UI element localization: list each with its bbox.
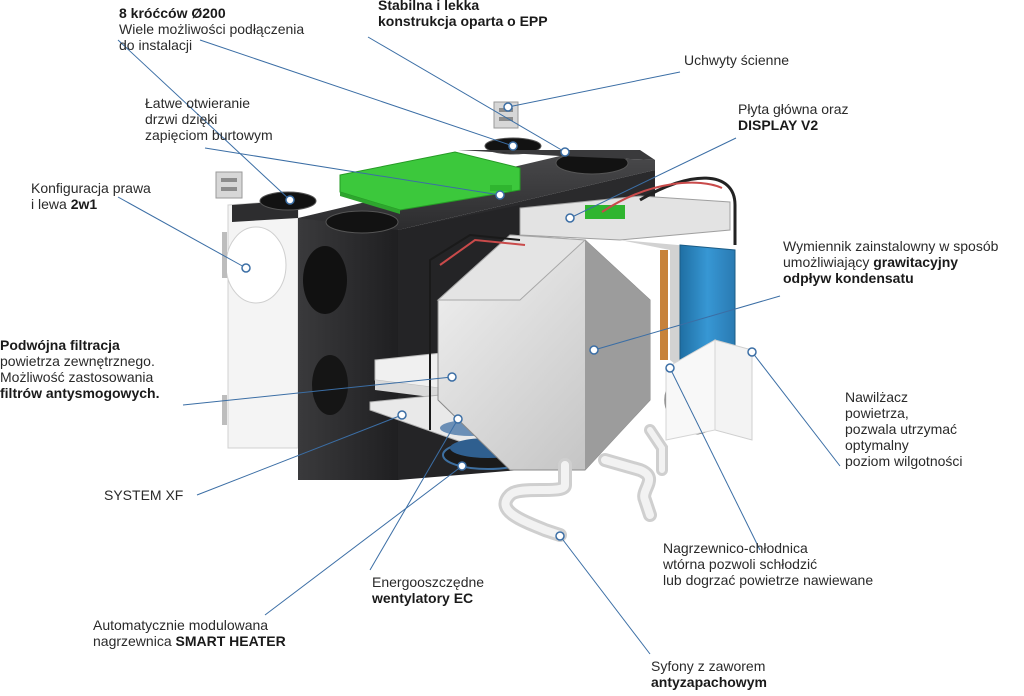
label-wentylatory-line2: wentylatory EC — [372, 590, 474, 606]
label-wentylatory: Energooszczędne wentylatory EC — [372, 574, 484, 606]
leader-line-uchwyty — [507, 71, 681, 108]
label-otwieranie: Łatwe otwieranie drzwi dzięki zapięciom … — [145, 95, 273, 143]
leader-line-nawilzacz — [751, 351, 841, 467]
label-plyta: Płyta główna oraz DISPLAY V2 — [738, 101, 849, 133]
label-nagrzewnica-line1: Nagrzewnico-chłodnica — [663, 540, 808, 556]
leader-line-systemxf — [196, 414, 403, 496]
label-filtracja-line4: filtrów antysmogowych. — [0, 385, 160, 401]
label-epp-line1: Stabilna i lekka — [378, 0, 480, 13]
label-krocce-line1: Wiele możliwości podłączenia — [119, 21, 305, 37]
label-otwieranie-line3: zapięciom burtowym — [145, 127, 273, 143]
label-wymiennik-line3: odpływ kondensatu — [783, 270, 914, 286]
leader-line-otwieranie — [204, 147, 501, 196]
label-epp-line2: konstrukcja oparta o EPP — [378, 13, 548, 29]
leader-dot-wentylatory — [453, 414, 463, 424]
siphon-pipes — [498, 424, 668, 542]
leader-dot-uchwyty — [503, 102, 513, 112]
label-krocce-title: 8 króćców Ø200 — [119, 5, 226, 21]
label-smartheater-line2: nagrzewnica SMART HEATER — [93, 633, 286, 649]
label-wymiennik-line2-prefix: umożliwiający — [783, 254, 874, 270]
label-filtracja-line2: powietrza zewnętrznego. — [0, 353, 155, 369]
label-wentylatory-line1: Energooszczędne — [372, 574, 485, 590]
label-nawilzacz-line1: Nawilżacz — [845, 389, 909, 405]
humidifier-panel — [665, 339, 753, 441]
label-syfony-line1: Syfony z zaworem — [651, 658, 766, 674]
white-side-housing — [222, 199, 299, 449]
label-wymiennik-line2-bold: grawitacyjny — [873, 254, 959, 270]
wall-bracket-left — [215, 171, 243, 199]
label-nawilzacz: Nawilżacz powietrza, pozwala utrzymać op… — [845, 389, 963, 469]
leader-dot-filtracja — [447, 372, 457, 382]
label-nawilzacz-line3: pozwala utrzymać — [845, 421, 958, 437]
label-smartheater-line2-bold: SMART HEATER — [175, 633, 286, 649]
label-otwieranie-line2: drzwi dzięki — [145, 111, 218, 127]
label-konfiguracja-line1: Konfiguracja prawa — [31, 180, 151, 196]
label-filtracja-line3: Możliwość zastosowania — [0, 369, 154, 385]
leader-line-filtracja — [182, 376, 453, 406]
label-smartheater: Automatycznie modulowana nagrzewnica SMA… — [93, 617, 286, 649]
label-nawilzacz-line5: poziom wilgotności — [845, 453, 963, 469]
leader-dot-krocce2 — [508, 141, 518, 151]
leader-lines — [117, 36, 841, 655]
leader-dot-otwieranie — [495, 190, 505, 200]
leader-line-konfiguracja — [117, 196, 247, 269]
label-uchwyty-line1: Uchwyty ścienne — [684, 52, 790, 68]
label-syfony: Syfony z zaworem antyzapachowym — [651, 658, 767, 690]
label-systemxf-line1: SYSTEM XF — [104, 487, 184, 503]
label-systemxf: SYSTEM XF — [104, 487, 183, 503]
leader-line-smartheater — [264, 465, 463, 616]
label-smartheater-line2-prefix: nagrzewnica — [93, 633, 176, 649]
leader-dot-systemxf — [397, 410, 407, 420]
label-otwieranie-line1: Łatwe otwieranie — [145, 95, 251, 111]
label-nagrzewnica-line2: wtórna pozwoli schłodzić — [663, 556, 818, 572]
label-nawilzacz-line4: optymalny — [845, 437, 909, 453]
label-krocce: 8 króćców Ø200 Wiele możliwości podłącze… — [119, 5, 304, 53]
label-uchwyty: Uchwyty ścienne — [684, 52, 789, 68]
label-nagrzewnica-line3: lub dogrzać powietrze nawiewane — [663, 572, 874, 588]
green-door-panel — [339, 151, 521, 214]
leader-line-krocce2 — [199, 39, 514, 147]
label-filtracja: Podwójna filtracja powietrza zewnętrzneg… — [0, 337, 159, 401]
label-plyta-line2: DISPLAY V2 — [738, 117, 819, 133]
leader-dot-krocce — [285, 195, 295, 205]
leader-dot-epp — [560, 147, 570, 157]
label-wymiennik: Wymiennik zainstalowny w sposób umożliwi… — [783, 238, 998, 286]
leader-dot-nawilzacz — [747, 347, 757, 357]
leader-dot-plyta — [565, 213, 575, 223]
label-syfony-line2: antyzapachowym — [651, 674, 767, 690]
leader-line-plyta — [569, 137, 737, 219]
leader-line-krocce — [117, 39, 291, 201]
label-smartheater-line1: Automatycznie modulowana — [93, 617, 269, 633]
label-epp: Stabilna i lekka konstrukcja oparta o EP… — [378, 0, 548, 29]
label-konfiguracja: Konfiguracja prawa i lewa 2w1 — [31, 180, 151, 212]
heat-exchanger — [436, 234, 651, 471]
leader-line-syfony — [559, 535, 651, 655]
leader-line-epp — [367, 36, 566, 153]
leader-line-wentylatory — [369, 418, 459, 571]
leader-line-nagrzewnica — [669, 367, 761, 551]
label-wymiennik-line2: umożliwiający grawitacyjny — [783, 254, 998, 270]
leader-line-wymiennik — [593, 295, 781, 351]
label-konfiguracja-line2-prefix: i lewa — [31, 196, 71, 212]
label-konfiguracja-line2-bold: 2w1 — [70, 196, 98, 212]
label-nagrzewnica: Nagrzewnico-chłodnica wtórna pozwoli sch… — [663, 540, 873, 588]
leader-dot-konfiguracja — [241, 263, 251, 273]
main-board — [429, 176, 737, 430]
leader-dot-smartheater — [457, 461, 467, 471]
label-plyta-line1: Płyta główna oraz — [738, 101, 849, 117]
label-krocce-line2: do instalacji — [119, 37, 193, 53]
label-nawilzacz-line2: powietrza, — [845, 405, 909, 421]
leader-dot-syfony — [555, 531, 565, 541]
label-konfiguracja-line2: i lewa 2w1 — [31, 196, 151, 212]
label-wymiennik-line1: Wymiennik zainstalowny w sposób — [783, 238, 999, 254]
leader-dot-nagrzewnica — [665, 363, 675, 373]
label-filtracja-line1: Podwójna filtracja — [0, 337, 120, 353]
leader-dot-wymiennik — [589, 345, 599, 355]
